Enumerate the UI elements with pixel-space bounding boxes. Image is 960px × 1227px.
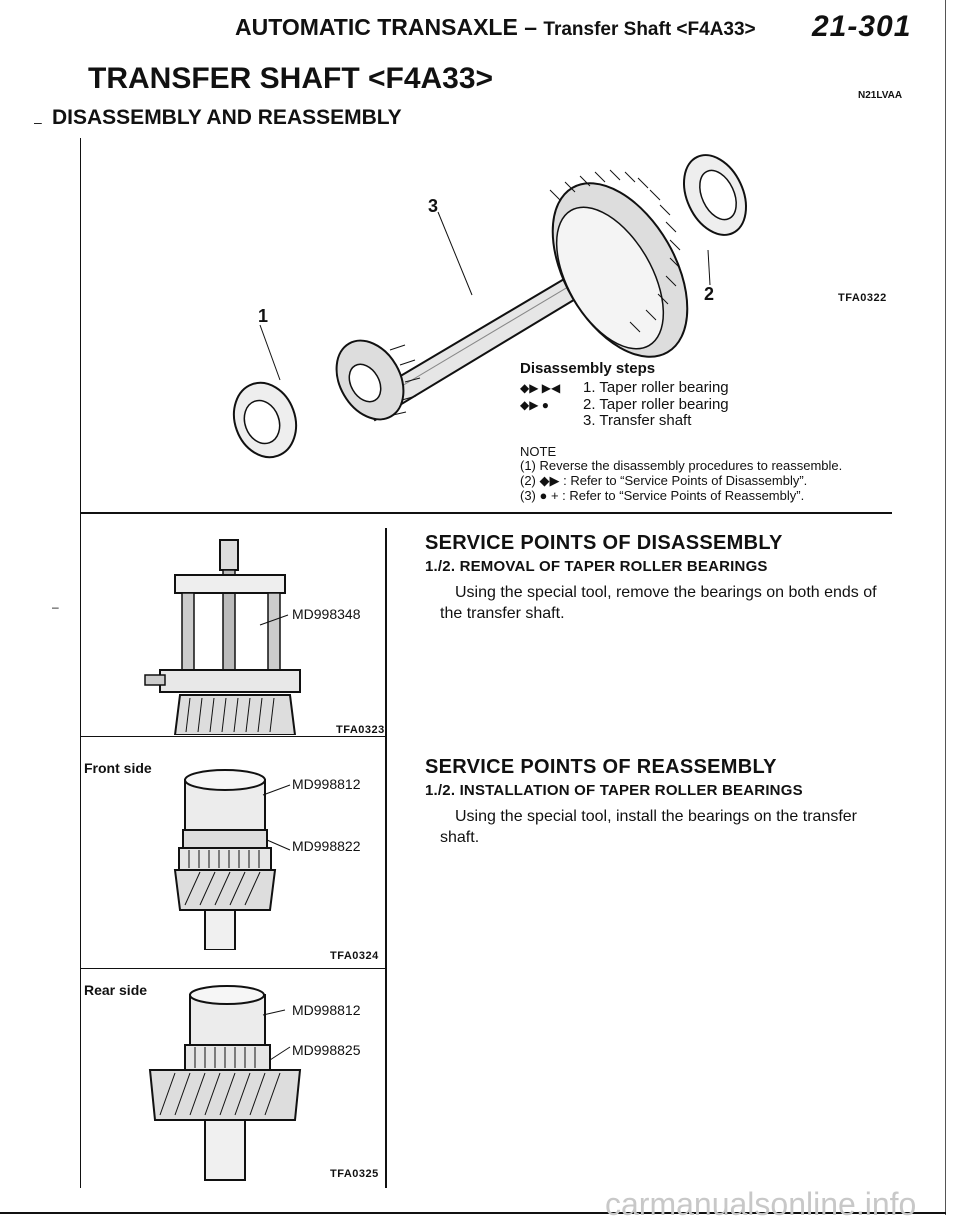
- step-2-text: 2. Taper roller bearing: [583, 396, 729, 413]
- reassembly-title: SERVICE POINTS OF REASSEMBLY: [425, 756, 777, 778]
- left-figure-column: [80, 528, 387, 1188]
- rear-tool-a-label: MD998812: [292, 1002, 361, 1018]
- figure-code-main: TFA0322: [838, 292, 887, 304]
- step-3-text: 3. Transfer shaft: [583, 412, 692, 429]
- subsection-title: Transfer Shaft <F4A33>: [543, 19, 756, 40]
- note-title: NOTE: [520, 444, 557, 459]
- figure-code-0323: TFA0323: [336, 724, 385, 736]
- left-col-right-line: [385, 528, 387, 1188]
- disassembly-step-title: REMOVAL OF TAPER ROLLER BEARINGS: [459, 558, 768, 575]
- rear-install-figure: [145, 985, 305, 1185]
- figure-code-0325: TFA0325: [330, 1168, 379, 1180]
- section-title: AUTOMATIC TRANSAXLE: [235, 14, 518, 40]
- rear-side-label: Rear side: [84, 982, 148, 998]
- note-2: (2) ◆▶ : Refer to “Service Points of Dis…: [520, 473, 808, 488]
- shaft-drawing: [232, 154, 747, 459]
- reassembly-step-title: INSTALLATION OF TAPER ROLLER BEARINGS: [459, 782, 803, 799]
- disassembly-title: SERVICE POINTS OF DISASSEMBLY: [425, 532, 783, 554]
- watermark-text: carmanualsonline.info: [605, 1186, 917, 1222]
- callout-2: 2: [704, 284, 715, 304]
- reassembly-body: Using the special tool, install the bear…: [440, 808, 858, 846]
- header-dash: –: [524, 14, 537, 40]
- rear-tool-b-label: MD998825: [292, 1042, 361, 1058]
- step-1-text: 1. Taper roller bearing: [583, 379, 729, 396]
- figure-code-0324: TFA0324: [330, 950, 379, 962]
- disassembly-body: Using the special tool, remove the beari…: [440, 584, 877, 622]
- front-tool-b-label: MD998822: [292, 838, 361, 854]
- front-side-label: Front side: [84, 760, 152, 776]
- front-tool-a-label: MD998812: [292, 776, 361, 792]
- figure-divider: [80, 512, 892, 514]
- note-3: (3) ● + : Refer to “Service Points of Re…: [520, 488, 805, 503]
- disassembly-subtitle: 1./2. REMOVAL OF TAPER ROLLER BEARINGS: [425, 558, 768, 575]
- subtitle-mark: ‒: [34, 114, 42, 130]
- running-header: AUTOMATIC TRANSAXLE – Transfer Shaft <F4…: [235, 14, 756, 41]
- right-edge-line: [945, 0, 946, 1215]
- fig-divider-1: [80, 736, 386, 737]
- page-number: 21-301: [812, 10, 912, 43]
- note-1: (1) Reverse the disassembly procedures t…: [520, 458, 843, 473]
- page-subtitle: DISASSEMBLY AND REASSEMBLY: [52, 106, 402, 129]
- tool-label-md998348: MD998348: [292, 606, 361, 622]
- callout-1: 1: [258, 306, 269, 326]
- puller-figure: [140, 530, 340, 735]
- page-title: TRANSFER SHAFT <F4A33>: [88, 62, 494, 95]
- margin-mark: ‒: [52, 600, 59, 614]
- ref-code: N21LVAA: [858, 90, 903, 101]
- step-1-symbol: ◆▶ ▶◀: [520, 381, 561, 395]
- reassembly-step-no: 1./2.: [425, 782, 456, 799]
- exploded-view-figure: [210, 150, 850, 470]
- disassembly-step-no: 1./2.: [425, 558, 456, 575]
- fig-divider-2: [80, 968, 386, 969]
- front-install-figure: [165, 760, 305, 950]
- step-2-symbol: ◆▶ ●: [520, 398, 550, 412]
- reassembly-subtitle: 1./2. INSTALLATION OF TAPER ROLLER BEARI…: [425, 782, 803, 799]
- bottom-rule: [0, 1212, 946, 1214]
- callout-3: 3: [428, 196, 439, 216]
- steps-title: Disassembly steps: [520, 360, 656, 377]
- figure-left-line: [80, 138, 81, 1188]
